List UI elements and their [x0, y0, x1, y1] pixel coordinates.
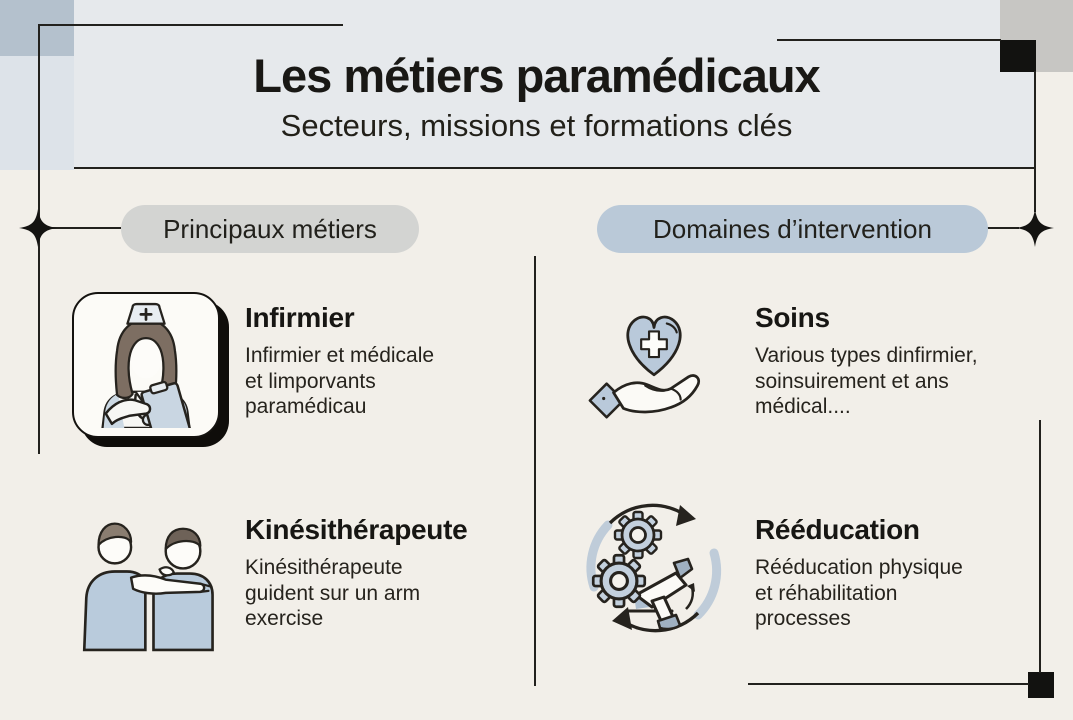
- sparkle-diamond-left-icon: [19, 209, 57, 247]
- right-column-badge: Domaines d’intervention: [597, 205, 988, 253]
- heart-in-hand-icon: [588, 315, 701, 419]
- corner-square-top-left-dark: [0, 0, 74, 56]
- nurse-icon: [101, 302, 191, 428]
- border-line-right-upper: [1034, 71, 1036, 212]
- item-heading: Rééducation: [755, 514, 920, 545]
- rehabilitation-cycle-icon-box: [574, 488, 734, 650]
- heart-in-hand-icon-box: [578, 288, 730, 436]
- item-description-line: médical....: [755, 395, 851, 418]
- border-line-bottom: [748, 683, 1029, 685]
- item-soins: Soins Various types dinfirmier, soinsuir…: [755, 302, 1055, 420]
- corner-square-bottom-right-black: [1028, 672, 1054, 698]
- border-line-top-right: [777, 39, 1001, 41]
- item-infirmier: Infirmier Infirmier et médicale et limpo…: [245, 302, 505, 420]
- item-heading: Infirmier: [245, 302, 355, 333]
- item-description-line: processes: [755, 607, 851, 630]
- border-line-right-lower: [1039, 420, 1041, 673]
- item-kinesitherapeute: Kinésithérapeute Kinésithérapeute guiden…: [245, 514, 535, 632]
- left-column-badge-label: Principaux métiers: [163, 213, 377, 244]
- page-subtitle: Secteurs, missions et formations clés: [280, 108, 793, 143]
- item-reeducation: Rééducation Rééducation physique et réha…: [755, 514, 1065, 632]
- item-description-line: et limporvants: [245, 369, 376, 393]
- column-divider-line: [534, 256, 536, 686]
- page-title: Les métiers paramédicaux: [253, 49, 820, 102]
- item-description-line: Kinésithérapeute: [245, 556, 403, 579]
- item-description-line: guident sur un arm: [245, 581, 421, 605]
- item-description-line: exercise: [245, 607, 324, 630]
- nurse-icon-card: [72, 292, 220, 438]
- corner-square-top-right-black: [1000, 40, 1036, 72]
- item-description-line: Rééducation physique: [755, 556, 963, 579]
- header-band: [0, 0, 1036, 169]
- physiotherapy-icon-box: [70, 490, 238, 652]
- right-column-badge-label: Domaines d’intervention: [653, 213, 932, 244]
- rehabilitation-cycle-icon: [586, 503, 722, 633]
- item-description-line: soinsuirement et ans: [755, 369, 949, 393]
- item-heading: Kinésithérapeute: [245, 514, 468, 545]
- sparkle-diamond-right-icon: [1016, 209, 1054, 247]
- border-line-top-left: [38, 24, 343, 26]
- item-description-line: paramédicau: [245, 395, 367, 418]
- left-column-badge: Principaux métiers: [121, 205, 419, 253]
- item-heading: Soins: [755, 302, 830, 333]
- badge-connector-right: [987, 227, 1019, 229]
- item-description-line: Infirmier et médicale: [245, 344, 435, 367]
- badge-connector-left: [39, 227, 121, 229]
- item-description-line: Various types dinfirmier,: [755, 344, 978, 367]
- physiotherapy-icon: [82, 522, 214, 652]
- item-description-line: et réhabilitation: [755, 581, 898, 605]
